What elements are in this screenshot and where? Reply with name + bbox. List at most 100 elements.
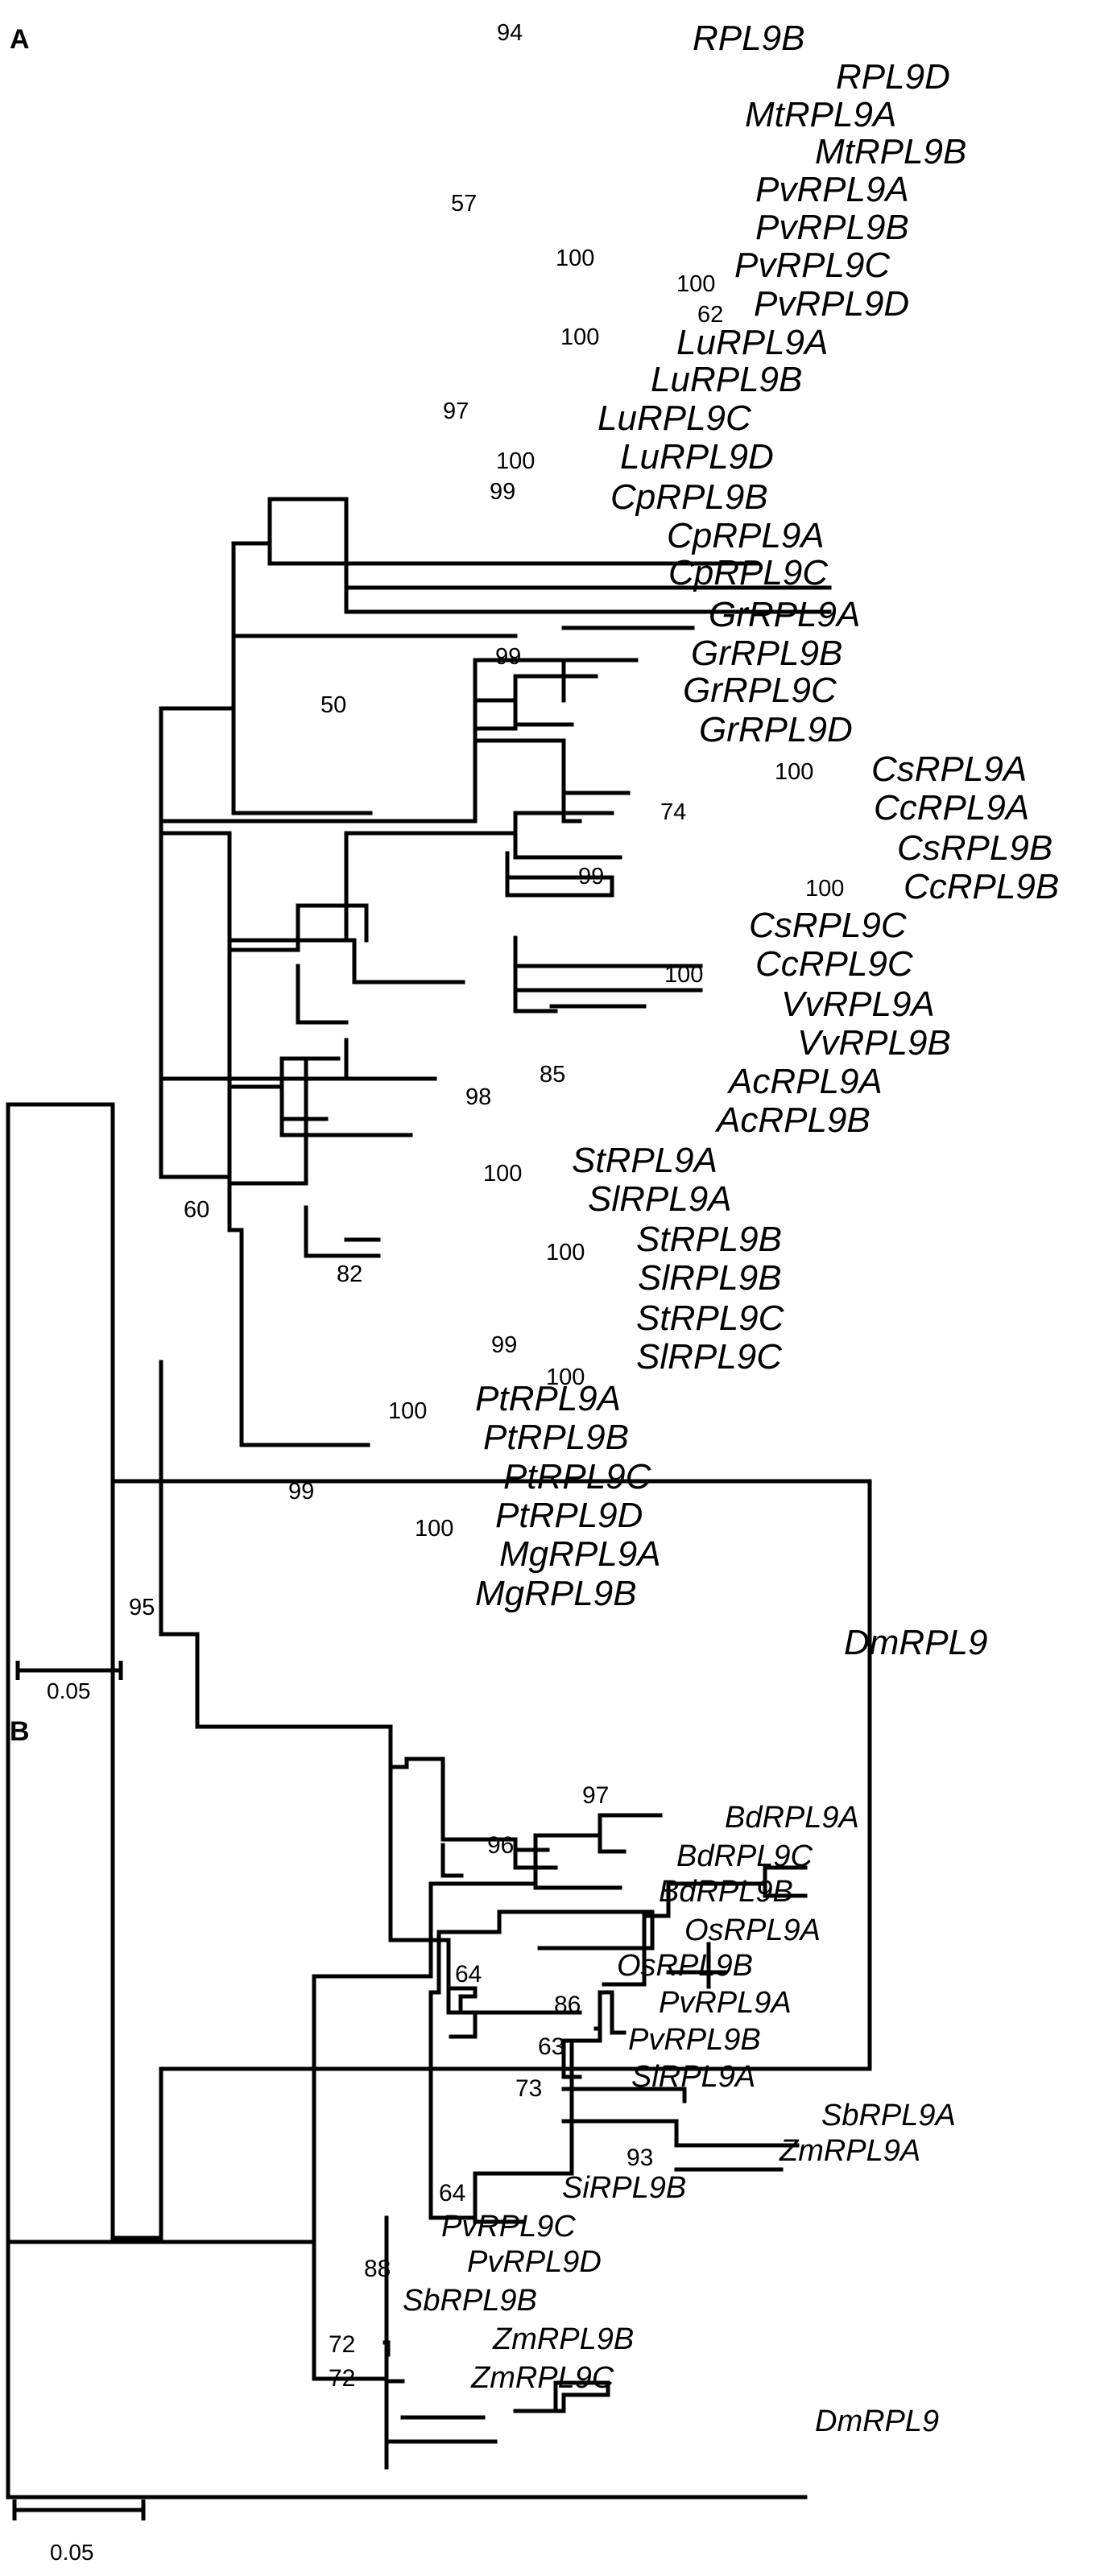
bootstrap-a-100-pt: 100	[388, 1398, 427, 1424]
taxon-b-zmrpl9c: ZmRPL9C	[470, 2361, 614, 2395]
panel-a-label: A	[10, 24, 30, 55]
taxon-b-pvrpl9a: PvRPL9A	[659, 1986, 792, 2020]
bootstrap-a-99-gr: 99	[495, 644, 521, 670]
bootstrap-a-57: 57	[451, 191, 477, 217]
taxon-a-vvrpl9a: VvRPL9A	[781, 985, 935, 1024]
taxon-b-bdrpl9a: BdRPL9A	[725, 1801, 859, 1835]
panel-a-tree: A RPL9B RPL9D MtRPL9A MtRPL9B PvRPL9A Pv…	[6, 19, 1059, 2500]
taxon-b-sirpl9a: SiRPL9A	[631, 2060, 755, 2094]
taxon-a-csrpl9b: CsRPL9B	[897, 828, 1052, 868]
bootstrap-a-82: 82	[337, 1261, 362, 1287]
taxon-a-dmrpl9: DmRPL9	[844, 1623, 988, 1662]
bootstrap-a-95: 95	[129, 1595, 155, 1620]
bootstrap-a-74: 74	[660, 799, 686, 825]
taxon-a-mgrpl9a: MgRPL9A	[499, 1534, 661, 1574]
taxon-a-ccrpl9b: CcRPL9B	[904, 867, 1059, 906]
bootstrap-b-64-si: 64	[439, 2180, 465, 2207]
bootstrap-a-98: 98	[465, 1084, 491, 1110]
bootstrap-b-93: 93	[627, 2145, 653, 2171]
bootstrap-a-99-cp: 99	[490, 479, 515, 505]
bootstrap-b-88: 88	[364, 2256, 391, 2282]
taxon-a-lurpl9a: LuRPL9A	[676, 323, 828, 362]
bootstrap-b-86: 86	[554, 1992, 581, 2018]
taxon-b-zmrpl9b: ZmRPL9B	[492, 2322, 634, 2356]
scale-bar-b	[12, 2500, 146, 2520]
bootstrap-a-100-lud: 100	[496, 448, 535, 474]
bootstrap-a-99-cs: 99	[578, 864, 604, 890]
bootstrap-a-100-lu: 100	[560, 324, 599, 350]
taxon-a-pvrpl9c: PvRPL9C	[734, 246, 891, 285]
taxon-a-strpl9a: StRPL9A	[572, 1141, 717, 1180]
bootstrap-a-100-stc: 100	[546, 1364, 585, 1390]
taxon-a-lurpl9d: LuRPL9D	[620, 437, 774, 477]
taxon-a-ptrpl9b: PtRPL9B	[483, 1418, 629, 1457]
taxon-b-osrpl9b: OsRPL9B	[617, 1949, 753, 1983]
taxon-a-acrpl9b: AcRPL9B	[714, 1100, 870, 1140]
taxon-b-osrpl9a: OsRPL9A	[684, 1913, 821, 1947]
taxon-a-pvrpl9d: PvRPL9D	[754, 284, 909, 324]
bootstrap-a-100-csb: 100	[805, 876, 844, 902]
taxon-a-slrpl9b: SlRPL9B	[638, 1258, 782, 1298]
taxon-a-rpl9d: RPL9D	[836, 57, 950, 97]
taxon-a-grrpl9a: GrRPL9A	[709, 595, 860, 634]
bootstrap-a-99-pt: 99	[288, 1479, 314, 1505]
taxon-a-cprpl9a: CpRPL9A	[667, 516, 825, 555]
bootstrap-a-100-pvc: 100	[676, 271, 715, 297]
taxon-b-pvrpl9c: PvRPL9C	[441, 2210, 576, 2244]
taxon-b-sbrpl9b: SbRPL9B	[403, 2284, 537, 2318]
panel-b-tree: B BdRPL9A BdRPL9C BdRPL9B OsRPL9A OsRPL9…	[6, 1716, 956, 2565]
scale-label-a: 0.05	[47, 1678, 91, 1703]
taxon-a-slrpl9a: SlRPL9A	[588, 1179, 732, 1219]
taxon-a-grrpl9d: GrRPL9D	[699, 710, 853, 749]
taxon-a-strpl9b: StRPL9B	[636, 1220, 782, 1259]
taxon-a-acrpl9a: AcRPL9A	[726, 1062, 883, 1101]
bootstrap-a-85: 85	[540, 1062, 565, 1088]
bootstrap-a-60: 60	[184, 1197, 209, 1223]
taxon-a-rpl9b: RPL9B	[693, 19, 804, 58]
taxon-b-pvrpl9d: PvRPL9D	[467, 2245, 602, 2279]
taxon-a-grrpl9c: GrRPL9C	[683, 671, 837, 710]
bootstrap-b-63: 63	[538, 2033, 564, 2060]
bootstrap-a-100-cs: 100	[775, 759, 813, 785]
taxon-b-pvrpl9b: PvRPL9B	[628, 2023, 761, 2057]
taxon-a-slrpl9c: SlRPL9C	[636, 1337, 783, 1377]
taxon-b-sirpl9b: SiRPL9B	[562, 2171, 686, 2205]
taxon-a-ptrpl9d: PtRPL9D	[495, 1496, 643, 1535]
scale-bar-a	[15, 1661, 123, 1680]
taxon-a-lurpl9b: LuRPL9B	[651, 360, 802, 399]
bootstrap-a-50: 50	[320, 692, 346, 718]
bootstrap-a-100-pv: 100	[556, 246, 594, 271]
taxon-b-dmrpl9: DmRPL9	[815, 2405, 939, 2438]
bootstrap-b-73: 73	[515, 2075, 542, 2102]
taxon-a-lurpl9c: LuRPL9C	[598, 398, 752, 438]
taxon-b-bdrpl9c: BdRPL9C	[676, 1839, 813, 1873]
taxon-a-cprpl9c: CpRPL9C	[668, 553, 829, 592]
bootstrap-a-94: 94	[497, 20, 523, 46]
bootstrap-a-62: 62	[697, 302, 723, 328]
panel-b-branches	[6, 1813, 808, 2500]
taxon-b-zmrpl9a: ZmRPL9A	[779, 2134, 920, 2168]
bootstrap-b-72-b: 72	[329, 2365, 355, 2392]
bootstrap-a-97: 97	[443, 398, 469, 424]
scale-label-b: 0.05	[50, 2540, 94, 2565]
taxon-a-cprpl9b: CpRPL9B	[610, 477, 768, 517]
bootstrap-a-99-st: 99	[491, 1332, 517, 1358]
panel-b-label: B	[10, 1716, 30, 1747]
taxon-b-bdrpl9b: BdRPL9B	[659, 1875, 793, 1909]
bootstrap-b-97: 97	[582, 1782, 609, 1809]
taxon-b-sbrpl9a: SbRPL9A	[821, 2099, 956, 2132]
bootstrap-b-64-os: 64	[455, 1961, 482, 1988]
bootstrap-b-72-a: 72	[329, 2331, 355, 2358]
bootstrap-a-100-st: 100	[483, 1161, 522, 1187]
taxon-a-mgrpl9b: MgRPL9B	[475, 1574, 637, 1613]
taxon-a-mtrpl9a: MtRPL9A	[745, 95, 896, 134]
taxon-a-ccrpl9c: CcRPL9C	[755, 944, 914, 984]
taxon-a-vvrpl9b: VvRPL9B	[797, 1023, 951, 1063]
taxon-a-grrpl9b: GrRPL9B	[691, 634, 842, 673]
taxon-a-mtrpl9b: MtRPL9B	[815, 132, 966, 171]
bootstrap-b-96: 96	[487, 1832, 514, 1859]
taxon-a-ptrpl9a: PtRPL9A	[475, 1379, 621, 1418]
taxon-a-pvrpl9a: PvRPL9A	[755, 170, 909, 209]
taxon-a-ccrpl9a: CcRPL9A	[874, 788, 1029, 828]
taxon-a-ptrpl9c: PtRPL9C	[503, 1457, 652, 1496]
